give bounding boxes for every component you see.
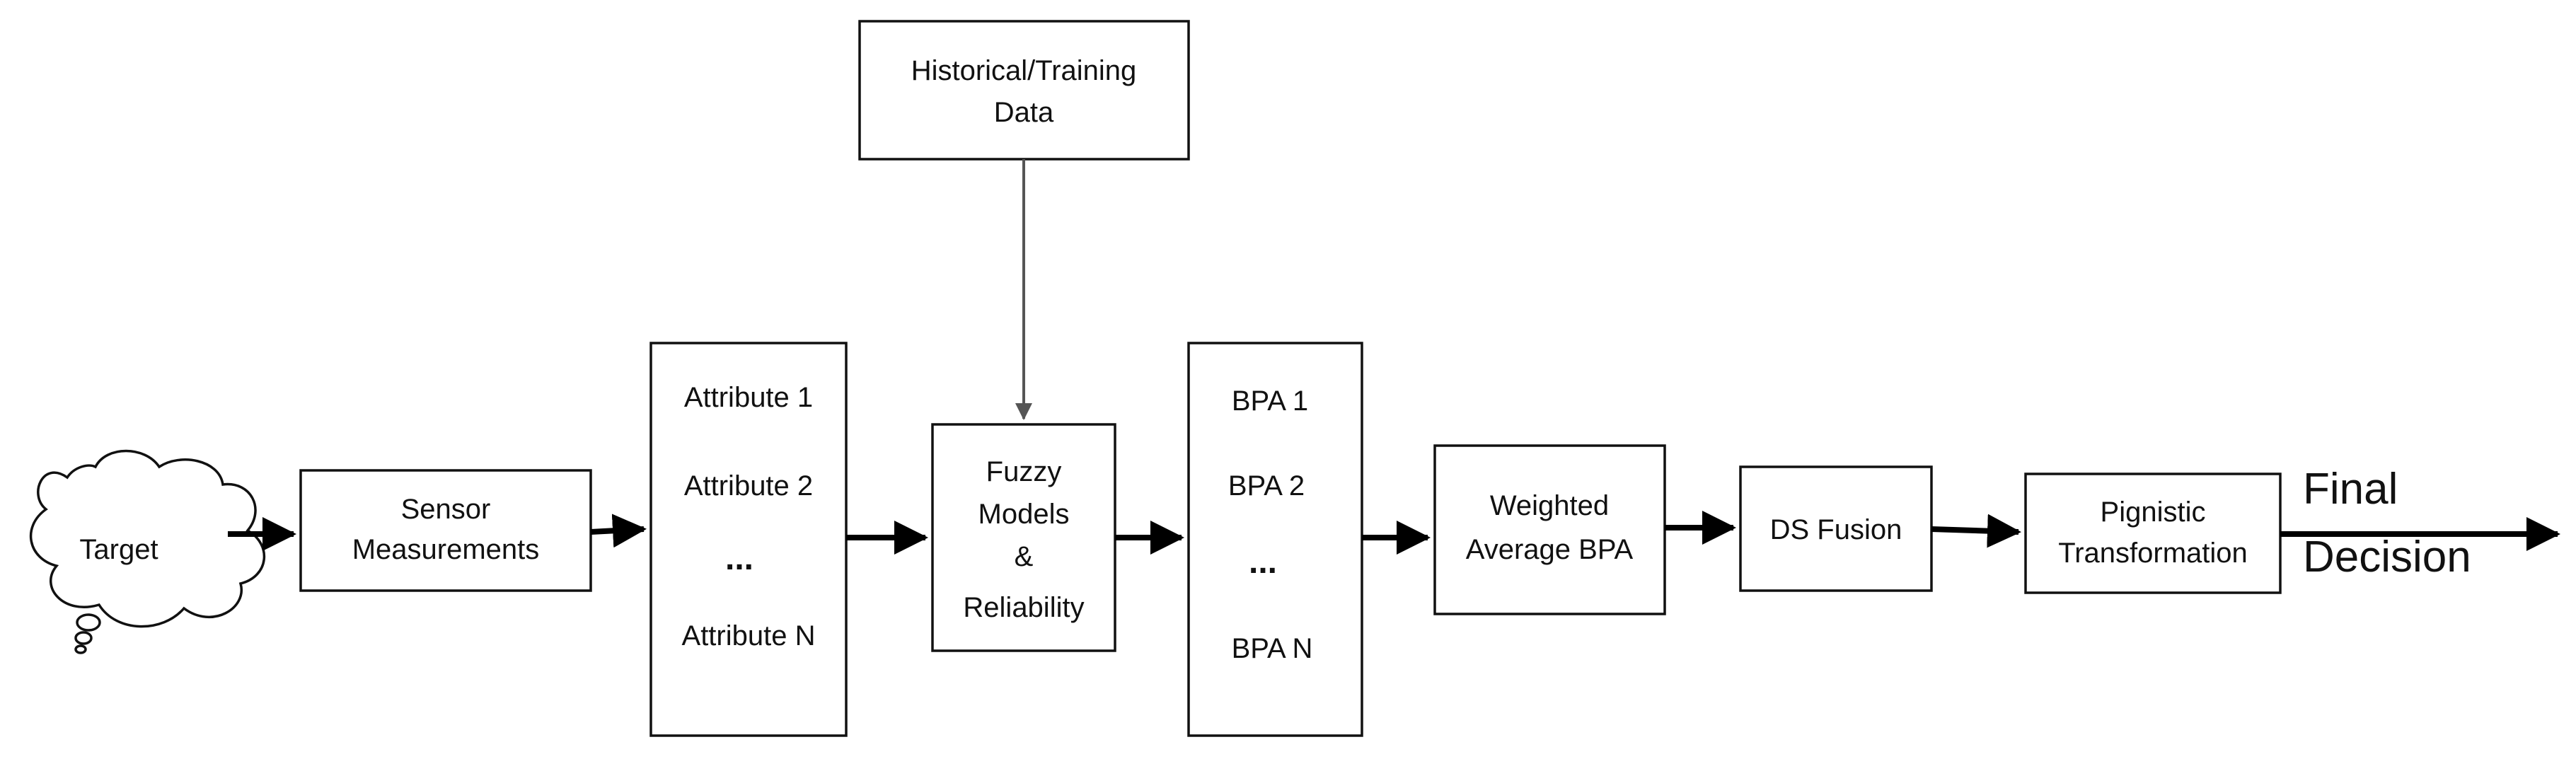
pignistic-label-line1: Pignistic — [2101, 497, 2206, 528]
fuzzy-label-line2: Models — [978, 499, 1070, 530]
weighted-average-bpa-box: Weighted Average BPA — [1433, 444, 1666, 615]
attribute-n-label: Attribute N — [682, 620, 816, 651]
ds-fusion-label: DS Fusion — [1770, 514, 1902, 545]
sensor-label-line1: Sensor — [401, 494, 491, 525]
bpa-n-label: BPA N — [1232, 633, 1313, 664]
target-cloud: Target — [29, 449, 266, 654]
target-label: Target — [79, 534, 158, 565]
sensor-label-line2: Measurements — [352, 534, 540, 565]
historical-label-line1: Historical/Training — [911, 55, 1137, 86]
sensor-measurements-box: Sensor Measurements — [299, 469, 592, 592]
attributes-box: Attribute 1 Attribute 2 ... Attribute N — [649, 342, 848, 737]
attribute-ellipsis: ... — [725, 540, 753, 577]
fuzzy-label-line3: & — [1015, 541, 1034, 572]
attribute-1-label: Attribute 1 — [684, 382, 813, 413]
bpa-box: BPA 1 BPA 2 ... BPA N — [1187, 342, 1363, 737]
bpa-1-label: BPA 1 — [1232, 386, 1308, 417]
historical-label-line2: Data — [994, 97, 1054, 128]
final-decision-line1: Final — [2303, 465, 2398, 514]
historical-training-data-box: Historical/Training Data — [858, 20, 1190, 161]
final-decision-line2: Decision — [2303, 533, 2471, 581]
fuzzy-label-line4: Reliability — [963, 592, 1084, 623]
arrow-ds-fusion-to-pignistic — [1931, 514, 2021, 548]
ds-fusion-box: DS Fusion — [1739, 465, 1933, 592]
pignistic-label-line2: Transformation — [2058, 538, 2248, 569]
bpa-2-label: BPA 2 — [1228, 470, 1305, 502]
pignistic-transformation-box: Pignistic Transformation — [2024, 473, 2282, 594]
weighted-label-line2: Average BPA — [1466, 534, 1634, 565]
bpa-ellipsis: ... — [1249, 543, 1277, 581]
weighted-label-line1: Weighted — [1490, 490, 1609, 521]
attribute-2-label: Attribute 2 — [684, 470, 813, 502]
arrow-sensor-to-attributes — [590, 514, 647, 548]
fuzzy-label-line1: Fuzzy — [986, 456, 1062, 487]
fuzzy-models-box: Fuzzy Models & Reliability — [931, 423, 1116, 652]
